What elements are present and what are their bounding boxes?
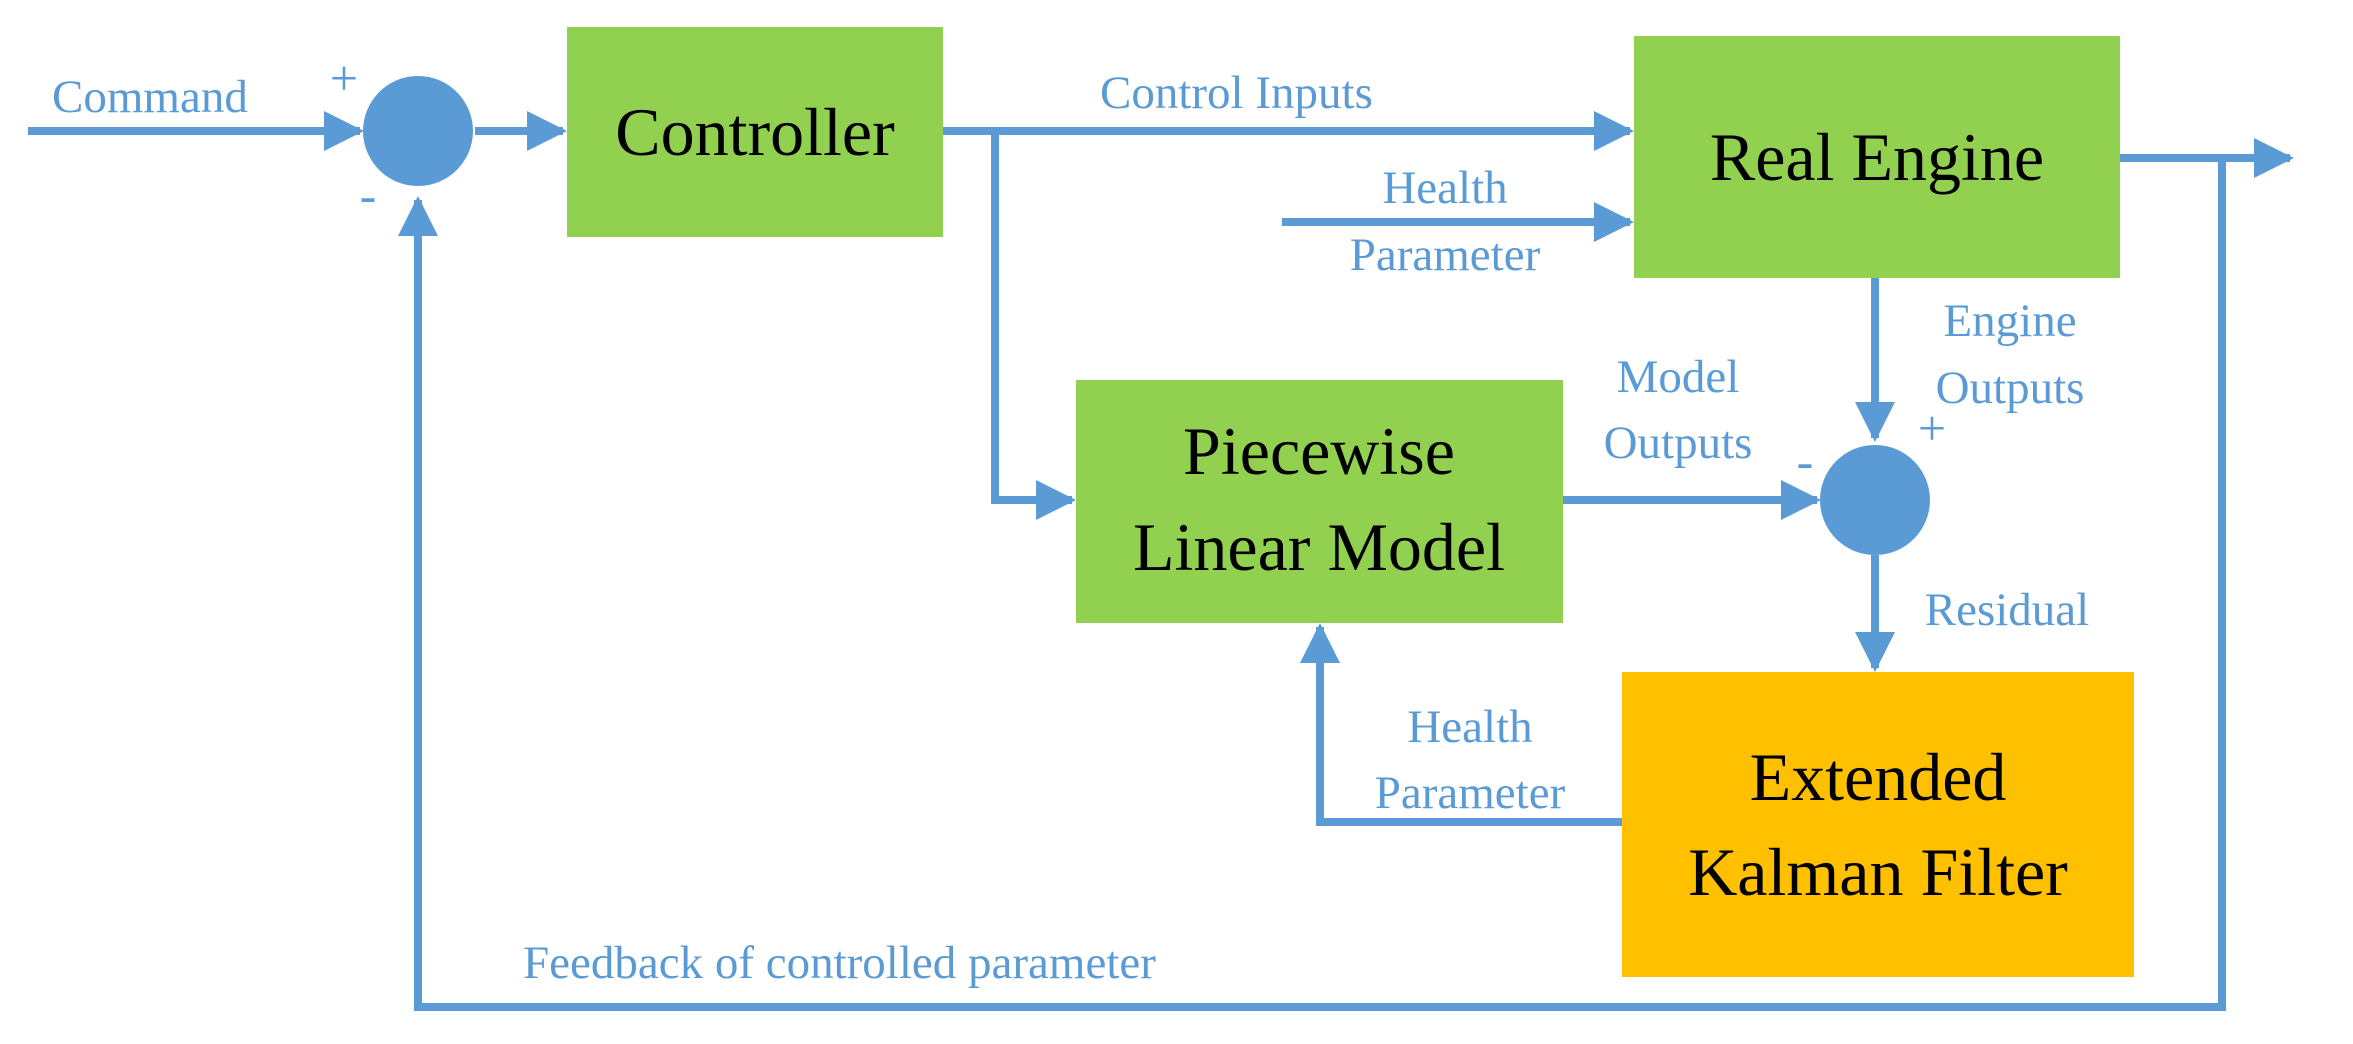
health-top-label-line1: Health bbox=[1382, 162, 1507, 214]
ekf-label-line2: Kalman Filter bbox=[1688, 834, 2068, 910]
sum2-plus-sign: + bbox=[1918, 400, 1946, 456]
health-bottom-label-line2: Parameter bbox=[1375, 767, 1566, 819]
real-engine-label: Real Engine bbox=[1710, 119, 2044, 195]
control-branch-to-model-arrow bbox=[991, 131, 1076, 520]
summing-junction-2 bbox=[1820, 445, 1930, 555]
model-outputs-label-line1: Model bbox=[1617, 351, 1740, 403]
sum1-minus-sign: - bbox=[360, 167, 377, 223]
engine-outputs-label-line2: Outputs bbox=[1936, 362, 2085, 414]
controller-block: Controller bbox=[567, 27, 943, 237]
feedback-arrow bbox=[398, 158, 2226, 1011]
health-to-model-arrow bbox=[1300, 623, 1622, 826]
health-top-label-line2: Parameter bbox=[1350, 229, 1541, 281]
control-inputs-label: Control Inputs bbox=[1100, 67, 1373, 119]
linear-model-label-line2: Linear Model bbox=[1133, 509, 1505, 585]
linear-model-label-line1: Piecewise bbox=[1183, 413, 1455, 489]
ekf-block: Extended Kalman Filter bbox=[1622, 672, 2134, 977]
command-label: Command bbox=[52, 71, 248, 123]
linear-model-block: Piecewise Linear Model bbox=[1076, 380, 1563, 623]
sum2-minus-sign: - bbox=[1797, 433, 1814, 489]
engine-outputs-label-line1: Engine bbox=[1943, 295, 2076, 347]
summing-junction-1 bbox=[363, 76, 473, 186]
controller-label: Controller bbox=[615, 94, 895, 170]
sum1-plus-sign: + bbox=[330, 50, 358, 106]
model-outputs-label-line2: Outputs bbox=[1604, 417, 1753, 469]
real-engine-block: Real Engine bbox=[1634, 36, 2120, 278]
feedback-label: Feedback of controlled parameter bbox=[523, 937, 1156, 989]
health-bottom-label-line1: Health bbox=[1407, 701, 1532, 753]
residual-label: Residual bbox=[1925, 584, 2089, 636]
ekf-label-line1: Extended bbox=[1750, 739, 2007, 815]
